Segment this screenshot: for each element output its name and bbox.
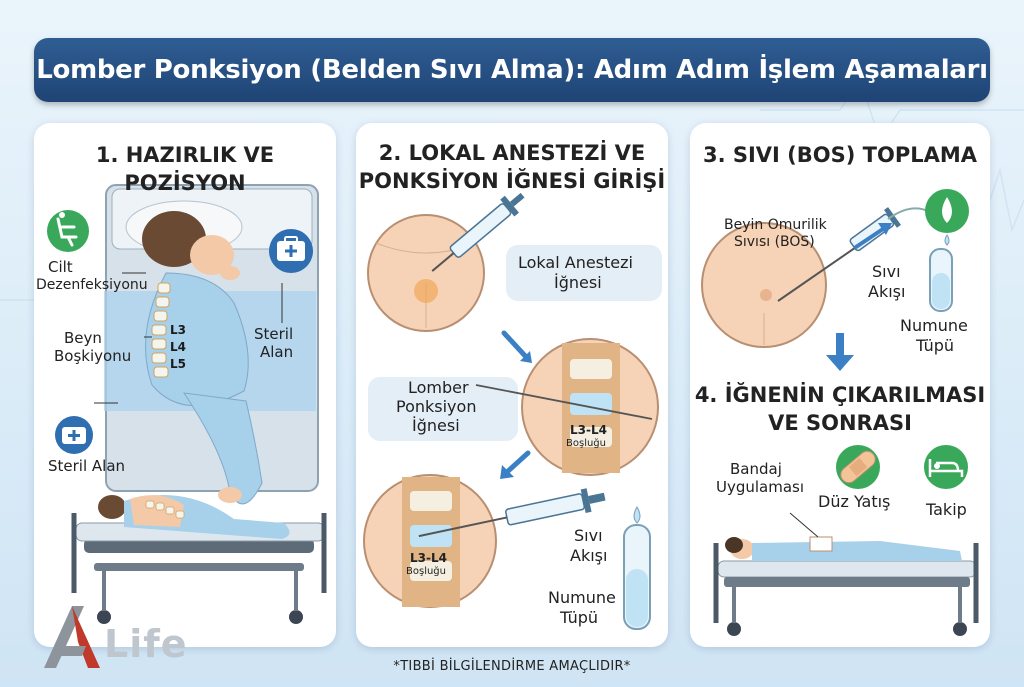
water-drop-icon — [925, 189, 969, 233]
sterile-field-label-bottom: Steril Alan — [48, 457, 126, 475]
preparation-illustration — [47, 184, 327, 624]
fluid-flow-label-1: Sıvı — [574, 526, 603, 545]
panel3-title: 3. SIVI (BOS) TOPLAMA — [702, 143, 978, 167]
collection-illustration — [701, 189, 979, 636]
life-logo — [44, 606, 100, 668]
sterile-field-label-2: Alan — [260, 343, 294, 361]
spine-label-2: Boşkiyonu — [54, 347, 132, 365]
lumbar-needle-label-1: Lomber — [408, 378, 469, 397]
l3-l4-space-label-2: Boşluğu — [566, 438, 606, 449]
panel1-title: 1. HAZIRLIK VE POZİSYON — [95, 143, 275, 195]
panel-csf-collection: 3. SIVI (BOS) TOPLAMA Beyin Omurilik Sıv… — [690, 123, 990, 647]
fluid-flow-label-2: Akışı — [570, 546, 608, 565]
first-aid-kit-icon — [269, 229, 313, 273]
panel-anesthesia-needle: 2. LOKAL ANESTEZİ VE PONKSİYON İĞNESİ Gİ… — [356, 123, 668, 647]
l3-l4-space-label-1: L3-L4 — [570, 423, 607, 437]
l3-l4-space-label-b2: Boşluğu — [406, 566, 446, 577]
logo-text: Life — [104, 622, 188, 666]
bandage-label-2: Uygulaması — [716, 478, 805, 496]
skin-disinfection-label-1: Cilt — [48, 258, 73, 276]
first-aid-kit-icon — [55, 416, 93, 454]
p3-tube-label-1: Numune — [900, 316, 968, 335]
needle-illustration — [363, 192, 662, 630]
anesthesia-needle-label-1: Lokal Anestezi — [518, 253, 633, 272]
rest-label: Düz Yatış — [818, 492, 891, 511]
bed-icon — [924, 445, 968, 489]
arrow-down-icon — [826, 333, 854, 371]
lumbar-needle-label-3: İğnesi — [412, 416, 460, 435]
vertebra-l3: L3 — [170, 323, 186, 337]
vertebra-l4: L4 — [170, 340, 186, 354]
seat-icon — [47, 210, 89, 252]
sample-tube-label-2: Tüpü — [560, 608, 599, 627]
follow-up-label: Takip — [926, 500, 967, 519]
csf-label-1: Beyin Omurilik — [724, 217, 827, 233]
vertebra-l5: L5 — [170, 357, 186, 371]
disclaimer-footer: *TIBBİ BİLGİLENDİRME AMAÇLIDIR* — [393, 659, 631, 674]
skin-disinfection-label-2: Dezenfeksiyonu — [36, 277, 148, 293]
p3-tube-label-2: Tüpü — [916, 336, 955, 355]
csf-label-2: Sıvısı (BOS) — [734, 234, 815, 250]
panel2-title-line1: 2. LOKAL ANESTEZİ VE — [378, 141, 646, 165]
p3-flow-label-2: Akışı — [868, 282, 906, 301]
spine-label-1: Beyn — [64, 329, 102, 347]
l3-l4-space-label-b1: L3-L4 — [410, 551, 447, 565]
page-title: Lomber Ponksiyon (Belden Sıvı Alma): Adı… — [36, 55, 988, 85]
sterile-field-label-1: Steril — [254, 325, 294, 343]
lumbar-needle-label-2: Ponksiyon — [396, 397, 477, 416]
panel4-title-line2: VE SONRASI — [768, 411, 912, 435]
panel4-title-line1: 4. İĞNENİN ÇIKARILMASI — [694, 383, 986, 407]
bandage-label-1: Bandaj — [730, 460, 782, 478]
panel2-title-line2: PONKSİYON İĞNESİ GİRİŞİ — [358, 169, 666, 193]
anesthesia-needle-label-2: İğnesi — [554, 273, 602, 292]
sample-tube-label-1: Numune — [548, 588, 616, 607]
bandage-icon — [836, 445, 880, 489]
page-title-bar: Lomber Ponksiyon (Belden Sıvı Alma): Adı… — [34, 38, 990, 102]
p3-flow-label-1: Sıvı — [872, 262, 901, 281]
panel-preparation: 1. HAZIRLIK VE POZİSYON Cilt Dezenfeksiy… — [34, 123, 336, 647]
